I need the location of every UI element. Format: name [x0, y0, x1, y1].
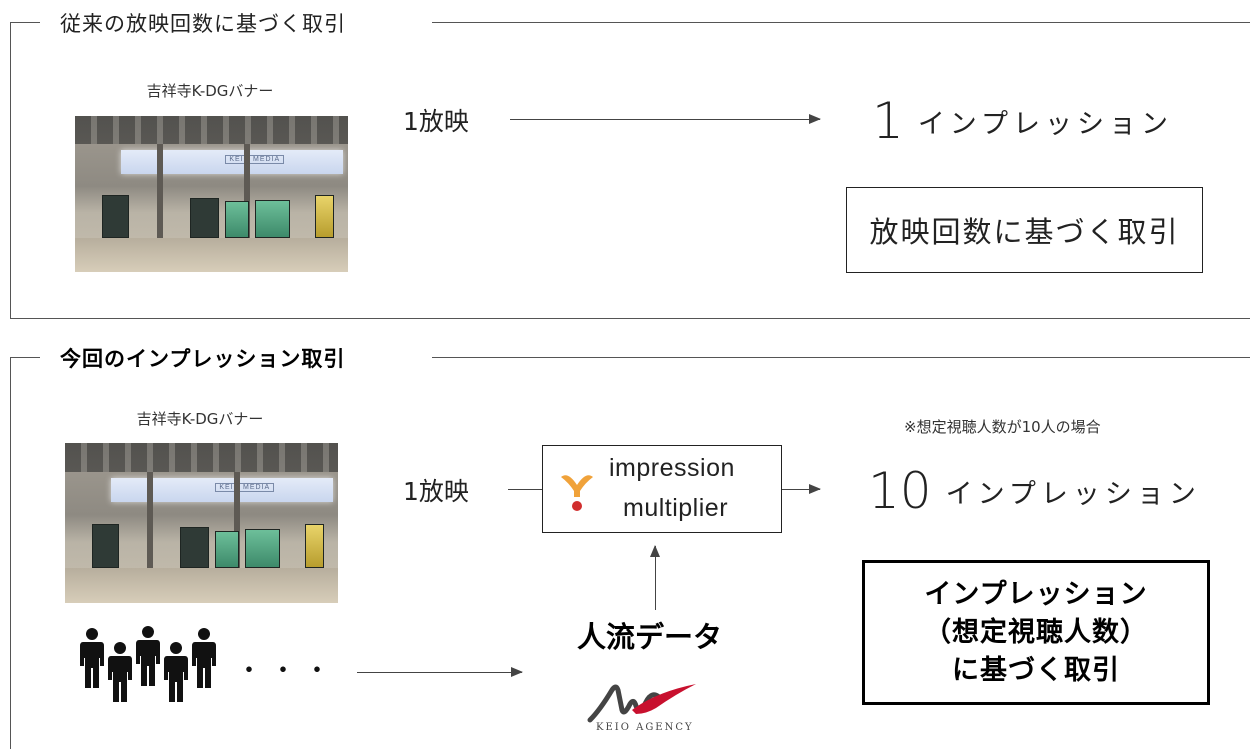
photo-ticket-machine [225, 201, 249, 238]
people-flow-data-label: 人流データ [577, 620, 723, 654]
section1-border-top-right [432, 22, 1250, 23]
section1-banner-photo: KEIO MEDIA [75, 116, 348, 272]
person-icon [80, 628, 104, 688]
impression-multiplier-box: impression multiplier [542, 445, 782, 533]
section1-impressions-word: インプレッション [917, 108, 1174, 140]
section2-border-top-left [10, 357, 40, 358]
photo-ticket-machine [245, 529, 280, 568]
section2-border-top-right [432, 357, 1250, 358]
photo-floor [75, 237, 348, 272]
section1-border-bottom [10, 318, 1250, 319]
section2-impressions-word: インプレッション [945, 478, 1201, 510]
section1-deal-text: 放映回数に基づく取引 [869, 215, 1180, 249]
deal-box-line3: に基づく取引 [952, 654, 1120, 686]
section2-title: 今回のインプレッション取引 [60, 347, 346, 371]
photo-led-banner: KEIO MEDIA [121, 150, 343, 174]
section1-border-left [10, 22, 11, 318]
people-group [80, 626, 216, 702]
deal-box-line2: （想定視聴人数） [924, 616, 1148, 648]
photo-pillar [146, 471, 153, 568]
section1-title: 従来の放映回数に基づく取引 [60, 12, 346, 36]
agency-name: KEIO AGENCY [596, 722, 694, 733]
photo-kiosk [179, 527, 209, 568]
photo-sign [315, 195, 334, 238]
section1-play-label: 1放映 [403, 107, 469, 136]
photo-pillar [156, 144, 163, 238]
section2-border-left [10, 357, 11, 749]
section1-photo-caption: 吉祥寺K-DGバナー [146, 82, 274, 100]
photo-banner-logo: KEIO MEDIA [215, 483, 275, 493]
multiplier-logo-icon [561, 475, 593, 511]
photo-led-banner: KEIO MEDIA [111, 478, 333, 503]
photo-pillar [244, 144, 251, 238]
section2-banner-photo: KEIO MEDIA [65, 443, 338, 603]
section2-impressions: 10 インプレッション [868, 462, 1201, 520]
section2-deal-box: インプレッション （想定視聴人数） に基づく取引 [862, 560, 1210, 705]
section2-play-label: 1放映 [403, 477, 469, 506]
multiplier-line2: multiplier [623, 494, 729, 522]
photo-ticket-machine [255, 199, 290, 238]
connector-line [508, 489, 542, 490]
arrow-right-icon [510, 114, 821, 124]
ellipsis: ・・・ [236, 656, 339, 686]
photo-ceiling [65, 443, 338, 472]
arrow-up-icon [650, 545, 660, 610]
photo-kiosk [189, 198, 219, 238]
section1-border-top-left [10, 22, 40, 23]
section1-impressions: 1 インプレッション [872, 92, 1173, 150]
photo-sign [305, 524, 324, 568]
arrow-right-icon [357, 667, 523, 677]
photo-kiosk [92, 524, 119, 568]
photo-pillar [234, 471, 241, 568]
section2-photo-caption: 吉祥寺K-DGバナー [136, 410, 264, 428]
person-icon [164, 642, 188, 702]
keio-agency-logo: KEIO AGENCY [586, 680, 726, 738]
person-icon [192, 628, 216, 688]
photo-kiosk [102, 195, 129, 238]
photo-floor [65, 567, 338, 603]
section1-impressions-number: 1 [872, 92, 904, 150]
section2-impressions-number: 10 [868, 462, 932, 520]
arrow-right-icon [782, 484, 821, 494]
assumption-note: ※想定視聴人数が10人の場合 [904, 418, 1101, 436]
person-icon [108, 642, 132, 702]
deal-box-line1: インプレッション [924, 578, 1148, 610]
photo-ceiling [75, 116, 348, 145]
photo-banner-logo: KEIO MEDIA [225, 155, 285, 165]
section1-deal-box: 放映回数に基づく取引 [846, 187, 1203, 273]
person-icon [136, 626, 160, 686]
agency-logo-mark [587, 684, 696, 723]
photo-ticket-machine [215, 530, 239, 568]
multiplier-line1: impression [609, 454, 735, 482]
